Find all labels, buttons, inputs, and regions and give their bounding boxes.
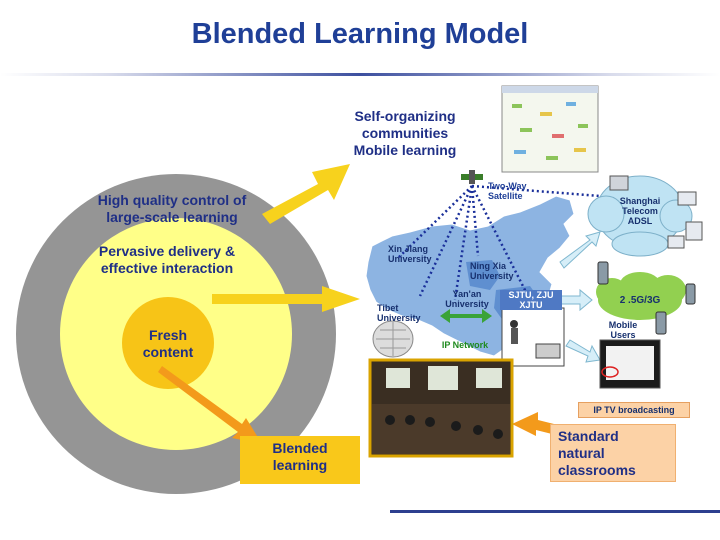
footer-line — [390, 510, 720, 513]
arrow-to-map — [212, 286, 360, 312]
arrow-map-to-shanghai — [559, 231, 601, 269]
satellite-label: Two-Way Satellite — [488, 181, 527, 201]
iptv-label: IP TV broadcasting — [578, 402, 690, 418]
arrow-to-communities — [262, 164, 350, 224]
title-underline-graphic — [0, 73, 720, 76]
mobile-phone-icon — [597, 261, 609, 285]
blended-learning-box — [240, 436, 360, 484]
label-ningxia: Ning Xia University — [470, 261, 514, 281]
pc-icon — [685, 221, 703, 241]
classrooms-box — [550, 424, 676, 482]
community-screenshot — [501, 85, 599, 173]
satellite-links — [397, 184, 601, 301]
page-title: Blended Learning Model — [191, 18, 529, 50]
label-middle-circle: Pervasive delivery & effective interacti… — [98, 243, 236, 276]
label-outer-ring: High quality control of large-scale lear… — [97, 192, 247, 225]
ip-network-label: IP Network — [441, 340, 489, 350]
label-yanan: Yan'an University — [445, 289, 489, 309]
arrow-to-blended — [158, 366, 262, 444]
core-circle — [122, 297, 214, 389]
label-sjtu: SJTU, ZJU XJTU — [500, 290, 562, 310]
arrow-map-to-iptv — [565, 339, 601, 363]
shanghai-cloud — [587, 175, 693, 257]
satellite-graphic — [461, 170, 483, 184]
monitor-icon — [609, 175, 629, 191]
mobile-users-label: Mobile Users — [608, 320, 638, 340]
mobile-phone-icon-2 — [655, 311, 667, 335]
label-core: Fresh content — [142, 327, 194, 360]
label-xinjiang: Xin Jiang University — [388, 244, 432, 264]
blended-learning-label: Blended learning — [272, 440, 328, 473]
self-organizing-label: Self-organizing communities Mobile learn… — [353, 108, 457, 158]
shanghai-label: Shanghai Telecom ADSL — [619, 196, 661, 226]
mobile-band-label: 2 .5G/3G — [619, 295, 661, 306]
map-highlight-ningxia — [466, 260, 500, 290]
iptv-screen — [599, 339, 661, 389]
classroom-photo — [368, 358, 514, 458]
tibet-building — [372, 320, 414, 358]
laptop-icon — [677, 191, 697, 206]
ip-link-arrow — [440, 309, 492, 323]
label-tibet: Tibet University — [377, 303, 421, 323]
arrow-to-classroom-photo — [512, 412, 554, 436]
classrooms-label: Standard natural classrooms — [558, 428, 636, 478]
title-underline — [0, 64, 720, 76]
mobile-cloud — [596, 272, 686, 320]
mobile-phone-icon-3 — [685, 283, 696, 305]
arrow-map-to-mobile — [559, 288, 593, 312]
laptop-icon-2 — [667, 235, 685, 249]
teacher-frame — [501, 307, 565, 367]
